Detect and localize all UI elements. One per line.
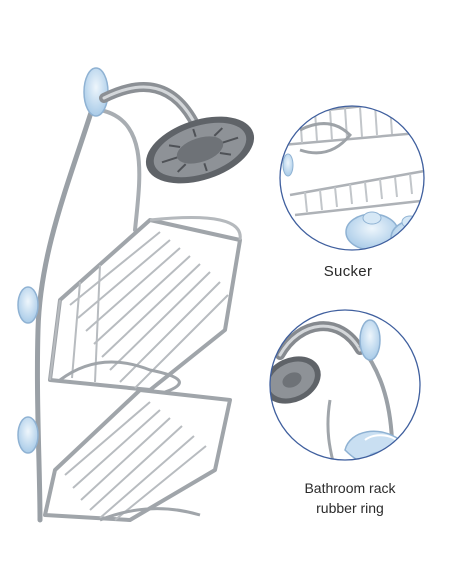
lower-basket [43,388,232,522]
rubber-ring-caption-line2: rubber ring [316,500,384,516]
suction-cup-icon [17,416,39,454]
suction-cup-icon [17,286,39,324]
sucker-caption: Sucker [323,263,373,280]
rubber-ring-caption-line1: Bathroom rack [304,480,396,496]
shower-caddy [17,67,255,523]
suction-cup-icon [83,67,109,117]
sucker-detail-circle [279,105,425,251]
showerhead-icon [270,356,321,404]
upper-basket [48,216,242,394]
showerhead-icon [145,116,255,184]
rubber-ring-detail-circle [269,309,421,461]
rubber-ring-caption: Bathroom rack rubber ring [278,478,422,518]
rubber-ring-icon [344,430,412,460]
